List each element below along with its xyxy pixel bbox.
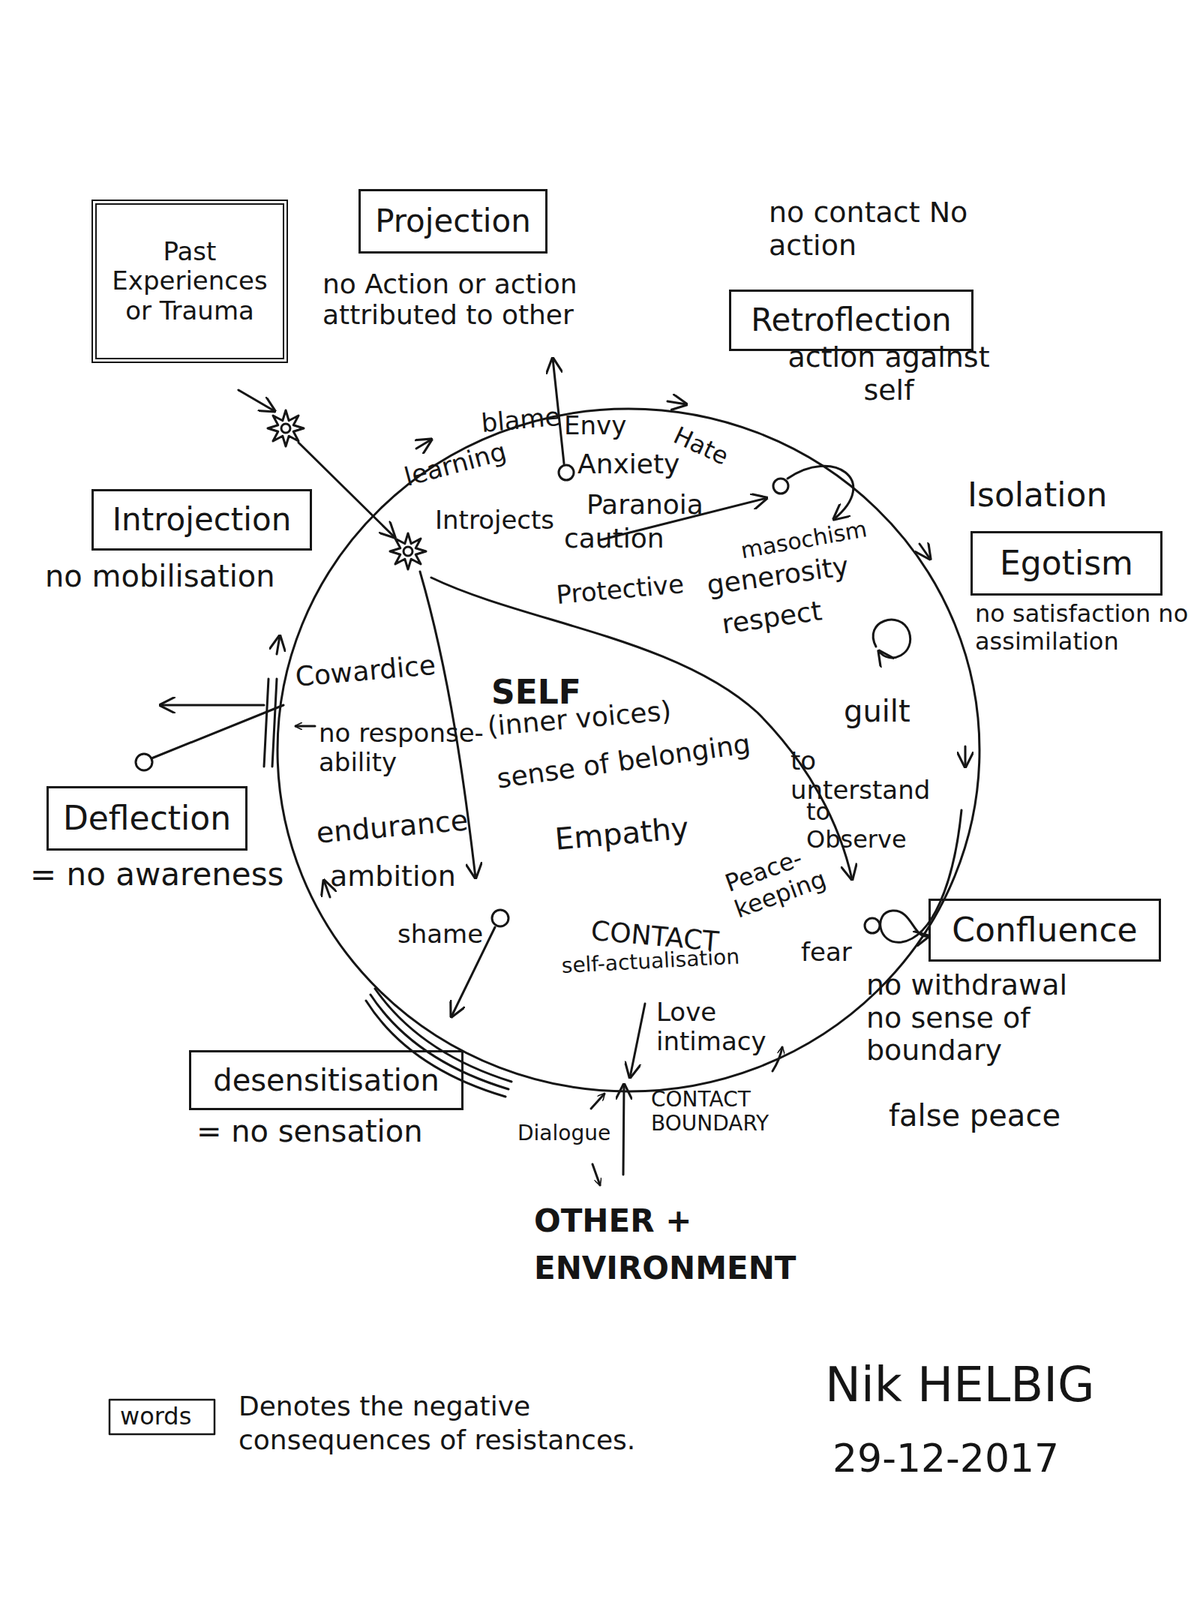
emotion-word: guilt [843,693,911,729]
boundary-bar [272,678,277,767]
emotion-word: Cowardice [294,649,438,693]
retroflection-loop [787,465,854,519]
resistance-box: Introjection [91,489,312,551]
trauma-arrow [238,390,275,411]
contact-text: Love intimacy [656,997,784,1056]
node-text: Deflection [63,799,231,838]
emotion-word: to Observe [806,798,930,854]
introject-star [390,533,426,570]
emotion-word: Protective [555,569,685,610]
emotion-word: fear [801,937,852,967]
emotion-word: Envy [564,411,627,441]
legend-text: Denotes the negative consequences of res… [238,1389,704,1457]
node-text: Projection [375,203,531,240]
resistance-note: no mobilisation [45,558,276,594]
node-text: Confluence [951,911,1137,950]
emotion-word: to unterstand [790,746,952,805]
node-text: Past Experiences or Trauma [101,237,279,325]
cycle-arrow [276,636,280,654]
emotion-word: Paranoia [586,489,704,520]
trauma-star [267,410,304,447]
dialogue-arrow [592,1164,600,1185]
contact-text: Dialogue [517,1121,611,1146]
resistance-note: = no sensation [196,1113,423,1149]
emotion-word: respect [720,594,824,640]
star-core [403,546,413,556]
self-text: Empathy [553,810,690,856]
deflection-arrow [160,704,264,707]
resistance-box: Egotism [970,531,1163,596]
node-text: Introjection [112,501,292,538]
resistance-box: desensitisation [189,1050,464,1110]
resistance-note: Isolation [967,476,1107,515]
emotion-word: no response-ability [318,718,516,777]
emotion-word: shame [397,919,483,949]
small-arrow [295,725,315,728]
star-core [281,423,291,433]
contact-arrow [630,1003,645,1077]
resistance-box: Confluence [928,898,1161,962]
emotion-word: caution [564,522,665,554]
node-point [135,753,153,771]
node-point [773,478,789,494]
contact-arrow [772,1047,783,1071]
resistance-box: Projection [358,189,548,254]
emotion-word: ambition [330,860,456,894]
cycle-arrow [964,746,967,767]
contact-text: self-actualisation [561,945,741,979]
confluence-arrow [431,577,852,879]
dialogue-arrow [591,1093,605,1109]
resistance-note: action against self [765,341,1013,407]
resistance-note: false peace [888,1098,1061,1133]
cycle-arrow [919,543,930,559]
cycle-arrow [324,880,330,897]
emotion-word: endurance [315,804,470,850]
contact-text: CONTACT BOUNDARY [651,1087,794,1136]
resistance-note: no contact No action [768,196,972,262]
trauma-box: Past Experiences or Trauma [91,199,288,363]
emotion-word: blame [480,402,562,438]
emotion-word: Introjects [435,505,555,535]
egotism-loop [873,619,911,658]
deflection-line [151,705,284,759]
contact-arrow [623,1084,624,1175]
boundary-bar [264,678,269,767]
node-point [492,909,509,927]
resistance-note: = no awareness [30,856,284,893]
cycle-arrow [416,439,432,449]
date: 29-12-2017 [832,1436,1059,1482]
node-text: Retroflection [750,302,951,339]
node-text: desensitisation [213,1062,440,1098]
resistance-note: no withdrawal no sense of boundary [866,969,1107,1068]
signature: Nik HELBIG [825,1357,1095,1413]
cycle-arrow [667,401,687,405]
node-text: Egotism [999,544,1134,583]
emotion-word: learning [401,436,510,492]
emotion-word: Peace-keeping [721,834,841,924]
trauma-arrow [298,442,395,537]
node-point [864,918,880,933]
legend-sample-text: words [120,1402,192,1431]
resistance-note: no Action or action attributed to other [322,268,604,331]
node-point [558,465,574,480]
legend-sample-box [109,1399,215,1434]
resistance-box: Deflection [46,786,248,851]
emotion-word: Anxiety [577,448,680,480]
resistance-note: no satisfaction no assimilation [975,600,1197,656]
other-environment: OTHER + ENVIRONMENT [534,1197,823,1292]
